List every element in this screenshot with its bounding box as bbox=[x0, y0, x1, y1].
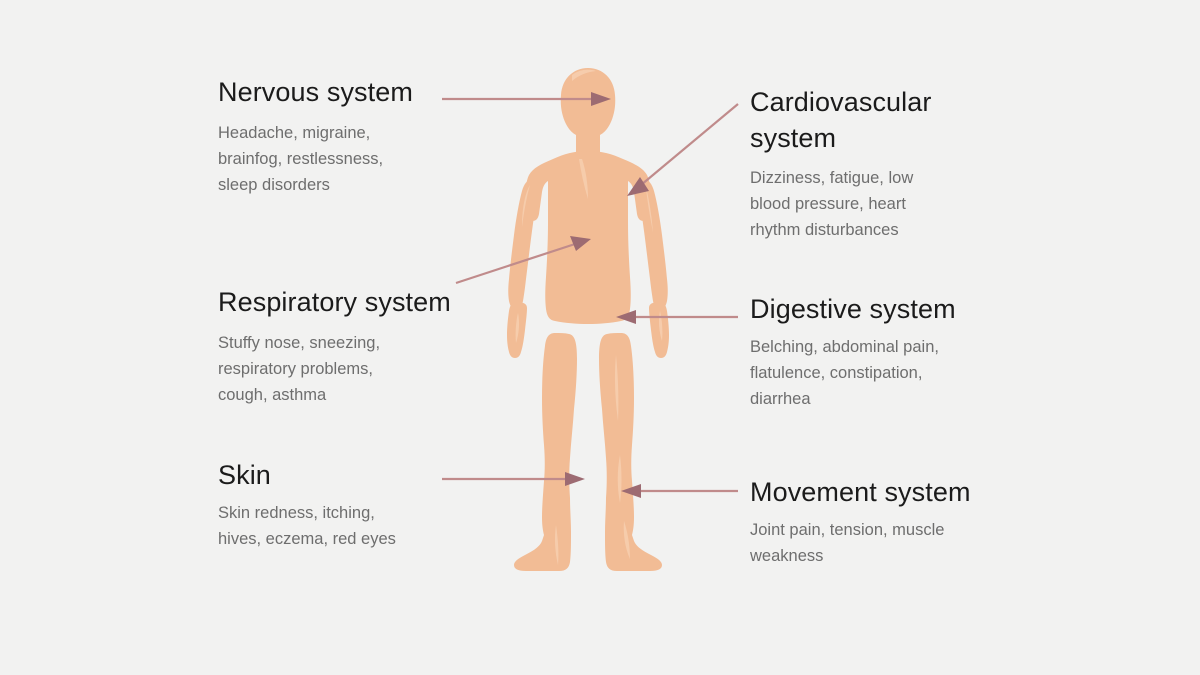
system-block-movement: Movement system Joint pain, tension, mus… bbox=[750, 475, 1010, 569]
system-block-nervous: Nervous system Headache, migraine, brain… bbox=[218, 75, 448, 198]
system-symptoms-cardiovascular: Dizziness, fatigue, low blood pressure, … bbox=[750, 169, 914, 240]
system-symptoms-respiratory: Stuffy nose, sneezing, respiratory probl… bbox=[218, 333, 381, 404]
system-symptoms-skin: Skin redness, itching, hives, eczema, re… bbox=[218, 503, 396, 548]
system-heading-respiratory: Respiratory system bbox=[218, 287, 451, 317]
system-heading-nervous: Nervous system bbox=[218, 77, 413, 107]
system-symptoms-digestive: Belching, abdominal pain, flatulence, co… bbox=[750, 337, 939, 408]
system-heading-cardiovascular: Cardiovascular system bbox=[750, 87, 932, 153]
system-heading-movement: Movement system bbox=[750, 477, 971, 507]
human-body-silhouette bbox=[507, 68, 669, 571]
system-heading-digestive: Digestive system bbox=[750, 294, 956, 324]
system-symptoms-nervous: Headache, migraine, brainfog, restlessne… bbox=[218, 123, 384, 194]
system-block-skin: Skin Skin redness, itching, hives, eczem… bbox=[218, 458, 448, 552]
system-block-respiratory: Respiratory system Stuffy nose, sneezing… bbox=[218, 285, 488, 408]
system-block-cardiovascular: Cardiovascular system Dizziness, fatigue… bbox=[750, 85, 1000, 243]
system-block-digestive: Digestive system Belching, abdominal pai… bbox=[750, 292, 1010, 412]
system-heading-skin: Skin bbox=[218, 460, 271, 490]
system-symptoms-movement: Joint pain, tension, muscle weakness bbox=[750, 520, 945, 565]
